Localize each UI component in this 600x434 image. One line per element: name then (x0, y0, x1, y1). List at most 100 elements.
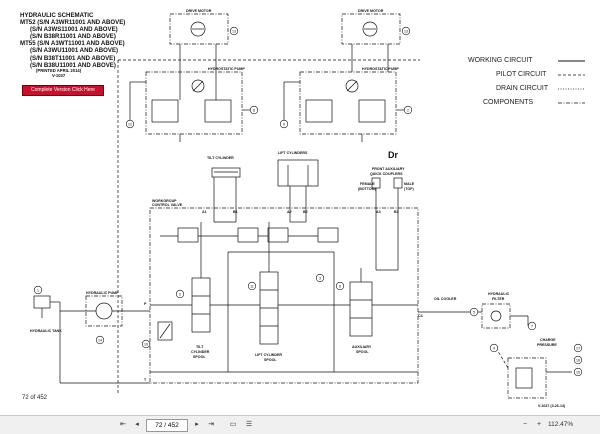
legend-pilot: PILOT CIRCUIT (496, 71, 547, 78)
label-female: FEMALE (360, 182, 375, 186)
callout-number: 2 (407, 108, 409, 112)
callout-bubble (229, 26, 239, 36)
title-line: MT52 (S/N A3WR11001 AND ABOVE) (20, 19, 126, 27)
label-male: MALE (404, 182, 415, 186)
hydraulic-tank (33, 295, 51, 309)
callout-bubble (401, 26, 411, 36)
port-a3: A3 (376, 210, 381, 214)
lift-cylinders (277, 159, 319, 187)
callout-bubble (335, 281, 345, 291)
callout-number: 1 (37, 288, 39, 292)
pump1-valve-right (204, 99, 232, 123)
pilot-valve-4 (317, 227, 339, 243)
title-line: (S/N B38R11001 AND ABOVE) (30, 33, 116, 41)
port-p: P (144, 302, 147, 306)
label-workgroup: WORKGROUP (152, 199, 177, 203)
pilot-valve-1 (177, 227, 199, 243)
callout-bubble (175, 289, 185, 299)
workgroup-control-valve (149, 207, 419, 384)
callout-number: 6 (339, 284, 341, 288)
next-page-icon[interactable]: ▸ (195, 421, 199, 428)
hydrostatic-pump-2-symbol (345, 79, 359, 93)
callout-number: 13 (404, 29, 408, 33)
printed-code: V-1037 (51, 73, 66, 78)
callout-bubble (573, 343, 583, 353)
title-line: MT55 (S/N A3WT11001 AND ABOVE) (20, 40, 125, 48)
callout-number: 8 (253, 108, 255, 112)
port-c4: C4 (418, 314, 423, 318)
last-page-icon[interactable]: ⇥ (208, 421, 214, 428)
label-cylinder: CYLINDER (191, 350, 210, 354)
single-page-view-icon[interactable]: ▭ (229, 421, 237, 428)
label-spool: SPOOL (356, 350, 369, 354)
label-hydrostatic-pump: HYDROSTATIC PUMP (362, 67, 399, 71)
hydrostatic-pump-2 (299, 71, 397, 135)
label-quick-couplers: QUICK COUPLERS (370, 172, 403, 176)
zoom-out-icon[interactable]: − (522, 421, 528, 428)
zoom-in-icon[interactable]: + (536, 421, 542, 428)
continuous-view-icon[interactable]: ☰ (245, 421, 253, 428)
label-drive-motor: DRIVE MOTOR (358, 9, 384, 13)
callout-number: 9 (283, 122, 285, 126)
callout-bubble (33, 285, 43, 295)
label-filter: FILTER (492, 297, 505, 301)
title-line: HYDRAULIC SCHEMATIC (20, 12, 94, 19)
callout-number: 16 (576, 358, 580, 362)
label-auxiliary: AUXILIARY (352, 345, 372, 349)
label-hydrostatic-pump: HYDROSTATIC PUMP (208, 67, 245, 71)
callout-bubble (315, 273, 325, 283)
page-number-input[interactable]: 72 / 452 (146, 419, 188, 432)
pump2-valve-left (305, 99, 333, 123)
viewer-statusbar: ⇤ ◂ 72 / 452 ▸ ⇥ ▭ ☰ − + 112.47% (0, 415, 600, 434)
title-line: (S/N A3WS11001 AND ABOVE) (30, 26, 118, 34)
main-relief-valve (157, 321, 173, 341)
callout-number: 10 (144, 342, 148, 346)
legend-working: WORKING CIRCUIT (468, 57, 533, 64)
hydraulic-filter (481, 303, 511, 329)
pilot-valve-3 (267, 227, 289, 243)
zoom-level[interactable]: 112.47% (548, 421, 574, 428)
printed-date: (PRINTED APRIL 2014) V-1037 (36, 68, 81, 78)
callout-bubble (403, 105, 413, 115)
hydrostatic-pump-1 (145, 71, 243, 135)
callout-number: 3 (319, 276, 321, 280)
label-lift-cylinders: LIFT CYLINDERS (278, 151, 308, 155)
legend-components: COMPONENTS (483, 99, 534, 106)
title-line: (S/N A3WU11001 AND ABOVE) (30, 47, 119, 55)
complete-version-link[interactable]: Complete Version Click Here (22, 85, 104, 96)
tilt-cylinder (211, 167, 241, 178)
label-hydraulic-tank: HYDRAULIC TANK (30, 329, 62, 333)
title-line: (S/N B38U11001 AND ABOVE) (30, 61, 116, 69)
callout-number: 7 (531, 324, 533, 328)
port-t: T (144, 378, 147, 382)
aux-spool (349, 281, 373, 337)
drive-motor-1 (169, 13, 229, 45)
charge-pressure-block (507, 357, 547, 399)
label-control-valve: CONTROL VALVE (152, 203, 183, 207)
title-line: (S/N B38T11001 AND ABOVE) (30, 54, 116, 62)
page-counter: 72 of 452 (22, 395, 48, 401)
port-a1: A1 (202, 210, 207, 214)
callout-bubble (141, 339, 151, 349)
hydraulic-schematic-drawing: 13 13 12 8 9 2 2 1 14 10 11 3 6 5 7 4 17… (33, 13, 585, 399)
callout-bubble (573, 355, 583, 365)
first-page-icon[interactable]: ⇤ (120, 421, 126, 428)
legend-drain: DRAIN CIRCUIT (496, 85, 549, 92)
callout-bubble (573, 367, 583, 377)
callout-number: 5 (473, 310, 475, 314)
pump1-valve-left (151, 99, 179, 123)
label-lift-cylinder-spool: LIFT CYLINDER (255, 353, 282, 357)
drive-motor-2 (341, 13, 401, 45)
hydraulic-pump-symbol (95, 302, 113, 320)
callout-number: 11 (250, 284, 254, 288)
hydrostatic-pump-1-symbol (191, 79, 205, 93)
callout-bubble (249, 105, 259, 115)
label-bottom: (BOTTOM) (358, 187, 376, 191)
footer-code: V-1037 (3-26-14) (538, 404, 566, 408)
port-b3: B3 (394, 210, 399, 214)
port-b2: B2 (303, 210, 308, 214)
callout-bubble (527, 321, 537, 331)
drive-motor-2-symbol (362, 21, 378, 37)
label-dr: Dr (388, 150, 399, 160)
prev-page-icon[interactable]: ◂ (135, 421, 139, 428)
